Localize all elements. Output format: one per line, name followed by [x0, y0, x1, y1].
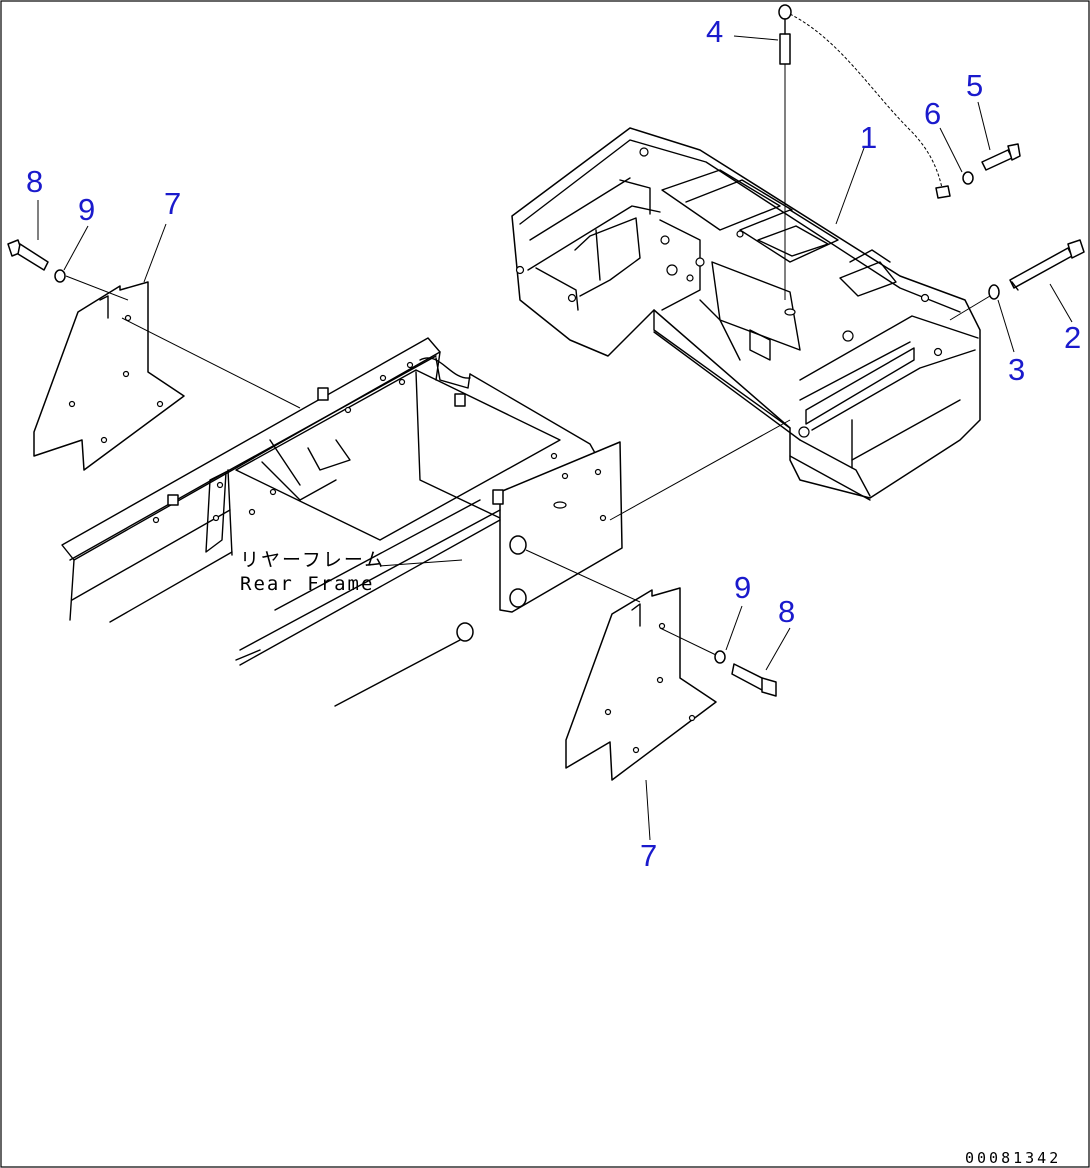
lock-pin — [778, 4, 943, 300]
frame-label-english: Rear Frame — [240, 573, 374, 595]
callout-4: 4 — [706, 14, 723, 49]
callout-9-lower: 9 — [734, 570, 751, 605]
callout-7-upper: 7 — [164, 186, 181, 221]
washer-small-bolt — [962, 171, 974, 185]
callout-8-lower: 8 — [778, 594, 795, 629]
cover-plate-lower-right — [565, 587, 717, 781]
leader-lines — [37, 35, 1073, 841]
washer-lower-right — [714, 650, 726, 664]
callout-2: 2 — [1064, 320, 1081, 355]
washer-long-bolt — [988, 284, 1000, 300]
bolt-upper-left — [7, 239, 49, 271]
callout-8-upper: 8 — [26, 164, 43, 199]
callout-7-lower: 7 — [640, 838, 657, 873]
callout-9-upper: 9 — [78, 192, 95, 227]
callout-6: 6 — [924, 96, 941, 131]
cover-plate-upper-left — [33, 281, 185, 471]
washer-upper-left — [54, 269, 66, 283]
bolt-lower-right — [731, 663, 777, 697]
rear-frame — [61, 337, 623, 707]
callout-5: 5 — [966, 68, 983, 103]
chain-clip — [935, 185, 951, 199]
counterweight — [511, 127, 981, 501]
callout-3: 3 — [1008, 352, 1025, 387]
assembly-lines — [65, 275, 991, 656]
small-bolt — [981, 143, 1021, 171]
drawing-number: 00081342 — [965, 1149, 1061, 1167]
callout-1: 1 — [860, 120, 877, 155]
long-bolt — [1009, 239, 1085, 291]
frame-label-japanese: リヤーフレーム — [240, 549, 385, 571]
